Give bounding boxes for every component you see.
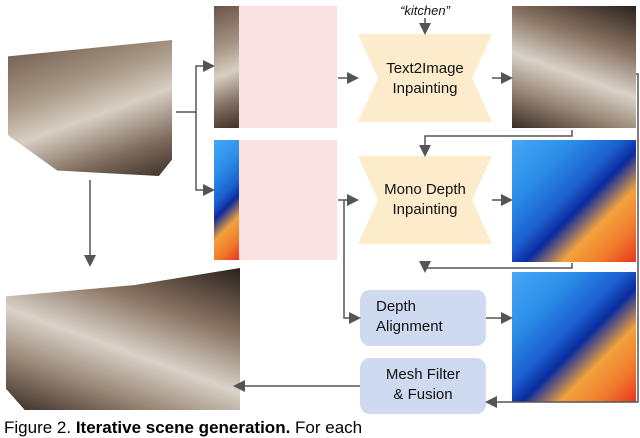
figure-caption: Figure 2. Iterative scene generation. Fo…: [4, 418, 362, 438]
caption-rest: For each: [295, 418, 362, 437]
caption-prefix: Figure 2.: [4, 418, 71, 437]
caption-bold: Iterative scene generation.: [76, 418, 290, 437]
